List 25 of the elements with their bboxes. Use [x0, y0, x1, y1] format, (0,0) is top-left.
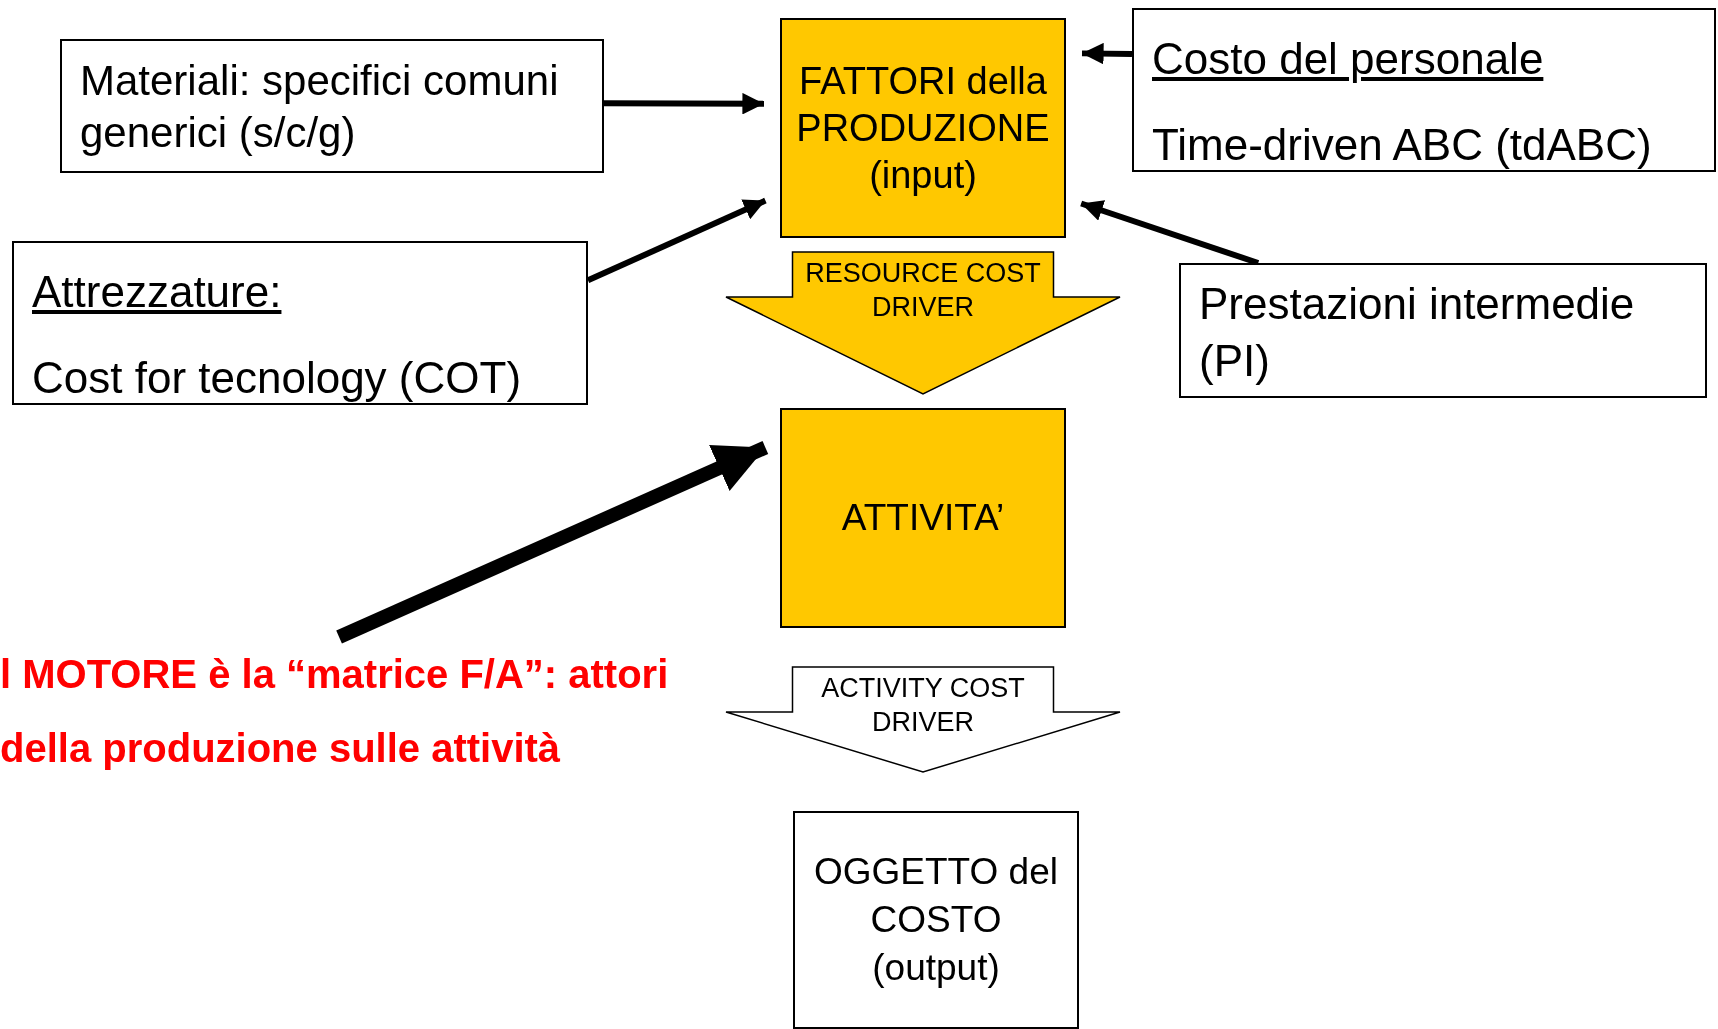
text-box — [12, 241, 588, 405]
block-arrow — [725, 666, 1121, 773]
arrow — [604, 92, 764, 115]
box-text: Prestazioni intermedie (PI) — [1199, 278, 1636, 387]
arrow — [1080, 200, 1260, 266]
box-text: Cost for tecnology (COT) — [32, 352, 523, 404]
text-box — [60, 39, 604, 173]
annotation-text: l MOTORE è la “matrice F/A”: attori della produzione sulle attività — [0, 651, 670, 772]
box-heading: Attrezzature: — [32, 266, 283, 318]
box-heading: Costo del personale — [1152, 33, 1545, 85]
box-text: Materiali: specifici comuni generici (s/c/g) — [80, 56, 560, 158]
box-text: FATTORI della PRODUZIONE (input) — [795, 58, 1051, 198]
text-box — [793, 811, 1079, 1029]
edge-label: ACTIVITY COST DRIVER — [820, 672, 1026, 739]
edge-label: RESOURCE COST DRIVER — [804, 257, 1042, 324]
box-text: OGGETTO del COSTO (output) — [813, 850, 1059, 990]
box-text: ATTIVITA’ — [841, 496, 1005, 540]
text-box — [1179, 263, 1707, 398]
text-box — [1132, 8, 1716, 172]
arrow — [336, 441, 769, 644]
process-box — [780, 408, 1066, 628]
box-text: Time-driven ABC (tdABC) — [1152, 119, 1653, 171]
process-box — [780, 18, 1066, 238]
block-arrow — [725, 251, 1121, 395]
arrow — [1081, 42, 1133, 65]
